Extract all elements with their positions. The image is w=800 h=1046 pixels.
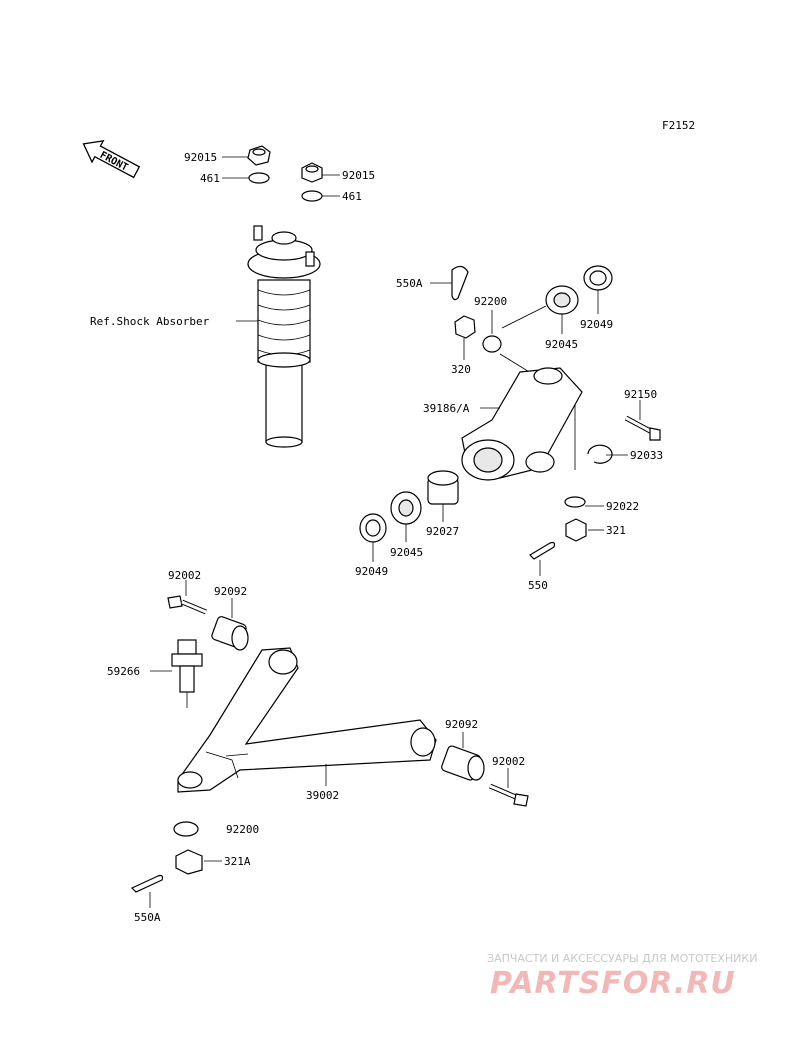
watermark-tagline: ЗАПЧАСТИ И АКСЕССУАРЫ ДЛЯ МОТОТЕХНИКИ <box>487 952 757 965</box>
bushing-92092-left <box>211 616 249 651</box>
label-92200-bottom: 92200 <box>226 823 259 836</box>
collar-92200-top <box>482 335 502 353</box>
bolt-92150 <box>624 415 661 441</box>
label-92092-left: 92092 <box>214 585 247 598</box>
bolt-92002-right <box>489 783 529 807</box>
label-92092-right: 92092 <box>445 718 478 731</box>
bolt-92002-left <box>167 595 207 615</box>
label-59266: 59266 <box>107 665 140 678</box>
collar-92200-bottom <box>173 821 199 837</box>
front-arrow-icon: FRONT <box>82 139 141 179</box>
label-92015-left: 92015 <box>184 151 217 164</box>
label-92015-right: 92015 <box>342 169 375 182</box>
shock-absorber <box>247 225 321 448</box>
washer-461-left <box>248 172 270 184</box>
label-92027: 92027 <box>426 525 459 538</box>
circlip-92033 <box>587 444 613 464</box>
label-321a: 321A <box>224 855 251 868</box>
label-550a-top: 550A <box>396 277 423 290</box>
seal-92049-bottom <box>359 513 387 543</box>
label-92150: 92150 <box>624 388 657 401</box>
label-550: 550 <box>528 579 548 592</box>
label-92049-top: 92049 <box>580 318 613 331</box>
nut-92015-right <box>301 162 323 183</box>
cotter-pin-550 <box>529 541 556 560</box>
nut-92015-left <box>247 145 271 166</box>
bushing-92092-right <box>441 745 485 781</box>
label-92002-right: 92002 <box>492 755 525 768</box>
collar-92027 <box>427 470 459 505</box>
ball-joint-59266 <box>171 639 203 708</box>
label-92045-bottom: 92045 <box>390 546 423 559</box>
knuckle-39186a <box>461 367 583 481</box>
cotter-pin-550a-top <box>451 265 469 301</box>
ref-shock-label: Ref.Shock Absorber <box>90 315 210 328</box>
seal-92049-top <box>583 265 613 291</box>
label-550a-bottom: 550A <box>134 911 161 924</box>
nut-321a <box>175 849 203 875</box>
label-92033: 92033 <box>630 449 663 462</box>
label-461-left: 461 <box>200 172 220 185</box>
label-39002: 39002 <box>306 789 339 802</box>
label-461-right: 461 <box>342 190 362 203</box>
figure-code: F2152 <box>662 119 695 132</box>
washer-461-right <box>301 190 323 202</box>
label-39186a: 39186/A <box>423 402 470 415</box>
label-320: 320 <box>451 363 471 376</box>
bearing-92045-bottom <box>390 491 422 525</box>
label-92045-top: 92045 <box>545 338 578 351</box>
cotter-pin-550a-bottom <box>130 874 164 893</box>
watermark-logo: PARTSFOR.RU <box>490 966 736 1001</box>
nut-320 <box>454 315 476 339</box>
label-92200-top: 92200 <box>474 295 507 308</box>
label-92022: 92022 <box>606 500 639 513</box>
label-92049-bottom: 92049 <box>355 565 388 578</box>
label-92002-left: 92002 <box>168 569 201 582</box>
washer-92022 <box>564 496 586 508</box>
bearing-92045-top <box>545 285 579 315</box>
a-arm-39002 <box>177 647 437 793</box>
nut-321 <box>565 518 587 542</box>
label-321: 321 <box>606 524 626 537</box>
